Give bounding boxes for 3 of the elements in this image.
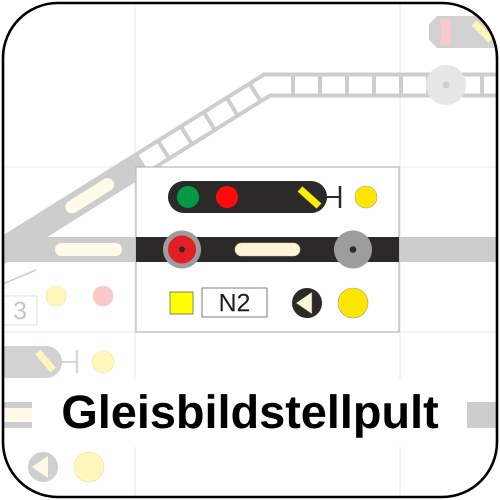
label-box: N2 (202, 288, 268, 318)
title: Gleisbildstellpult (63, 394, 438, 438)
label-box: 3 (3, 296, 38, 326)
